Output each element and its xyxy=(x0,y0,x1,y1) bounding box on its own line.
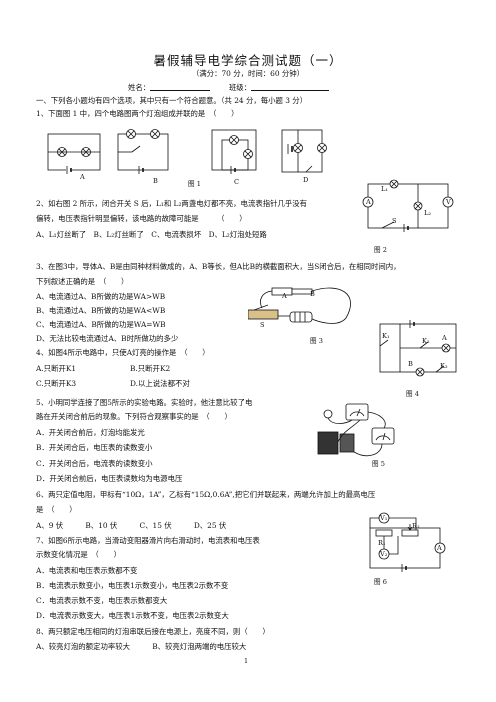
fig4-lamp-a-label: A xyxy=(442,334,447,342)
fig4-lamp-b-label: B xyxy=(408,360,413,368)
fig6-r2-label: R₂ xyxy=(412,522,420,530)
q3-line2: 下列叙述正确的是 （ ） xyxy=(36,277,129,286)
fig1-label-b: B xyxy=(153,177,158,185)
figure-1: A B 图 1 C D xyxy=(36,124,328,194)
fig3-conductor-b: B xyxy=(310,290,315,298)
q2-line2: 偏转，电压表指针明显偏转，该电路的故障可能是 （ ） xyxy=(36,214,247,223)
fig4-k3-label: K₃ xyxy=(440,362,448,370)
q5-option-d: D．开关闭合前后，电压表读数均为电源电压 xyxy=(36,474,183,483)
fig5-caption: 图 5 xyxy=(372,460,385,468)
section-one-heading: 一、下列各小题均有四个选项，其中只有一个符合题意。（共 24 分，每小题 3 分… xyxy=(36,96,308,105)
q5-option-b: B．开关闭合后，电压表的读数变小 xyxy=(36,443,153,452)
fig4-k1-label: K₁ xyxy=(382,332,390,340)
q6-line1: 6、两只定值电阻，甲标有“10Ω，1A”，乙标有“15Ω,0.6A”,把它们并联… xyxy=(36,490,376,499)
q4-option-b: B.只断开K2 xyxy=(130,364,171,373)
fig2-voltmeter-label: V xyxy=(446,198,451,206)
fig1-caption: 图 1 xyxy=(188,180,201,188)
figure-3: A B S 图 3 xyxy=(247,278,358,345)
figure-2: L₁ L₂ A V S xyxy=(360,178,460,242)
page-subtitle: （满分：70 分，时间：60 分钟） xyxy=(191,69,305,78)
fig6-r1-label: R₁ xyxy=(378,539,386,547)
name-label: 姓名： xyxy=(128,83,151,92)
fig4-caption: 图 4 xyxy=(406,390,419,398)
q2-options: A、L₁灯丝断了 B、L₂灯丝断了 C、电流表损坏 D、L₂灯泡处短路 xyxy=(36,230,267,239)
fig4-k2-label: K₂ xyxy=(422,337,430,345)
fig2-ammeter-label: A xyxy=(366,198,371,206)
q6-options: A、9 伏 B、10 伏 C、15 伏 D、25 伏 xyxy=(36,521,227,530)
fig3-caption: 图 3 xyxy=(310,337,323,345)
figure-5: 图 5 xyxy=(312,402,398,468)
q5-option-a: A．开关闭合前后，灯泡均能发光 xyxy=(36,428,145,437)
figure-2-circuit xyxy=(362,179,454,232)
figure-5-apparatus xyxy=(317,403,395,457)
q3-option-b: B、电流通过A、B所做的功是WA<WB xyxy=(36,306,166,315)
figure-4: K₁ K₂ A B K₃ 图 4 xyxy=(376,318,460,398)
page-title: 暑假辅导电学综合测试题（一） xyxy=(153,53,343,68)
q6-line2: 是 （ ） xyxy=(36,505,77,514)
q7-option-c: C．电流表示数不变，电压表示数都变大 xyxy=(36,596,168,605)
figure-6-circuit xyxy=(369,512,446,572)
fig1-label-c: C xyxy=(234,178,240,186)
q4-stem: 4、如图4所示电路中，只使A灯亮的操作是 （ ） xyxy=(36,348,210,357)
name-blank[interactable] xyxy=(150,82,211,91)
q5-line2: 路在开关闭合前后的现象。下列符合观察事实的是 （ ） xyxy=(36,412,232,421)
figure-1-circuits xyxy=(47,129,327,174)
q8-stem: 8、两只额定电压相同的灯泡串联后接在电源上，亮度不同，则（ ） xyxy=(36,627,270,636)
fig2-l2-label: L₂ xyxy=(424,209,432,217)
q5-line1: 5、小明同学连接了图5所示的实验电路。实验时，他注意比较了电 xyxy=(36,398,253,407)
q3-option-c: C、电流通过A、B所做的功是WA=WB xyxy=(36,320,166,329)
q4-option-a: A.只断开K1 xyxy=(36,364,77,373)
q3-option-d: D、无法比较电流通过A、B时所做功的多少 xyxy=(36,334,179,343)
class-label: 班级： xyxy=(228,83,252,92)
fig2-l1-label: L₁ xyxy=(381,185,389,193)
q7-line2: 示数变化情况是 （ ） xyxy=(36,550,121,559)
fig2-switch-label: S xyxy=(392,217,397,225)
page-number: 1 xyxy=(244,657,249,665)
fig6-v2-label: V₂ xyxy=(380,550,388,558)
fig1-label-d: D xyxy=(303,176,309,184)
q3-option-a: A、电流通过A、B所做的功是WA>WB xyxy=(36,292,166,301)
q1-stem: 1、下面图 1 中，四个电路图两个灯泡组成并联的是 （ ） xyxy=(36,109,239,118)
fig6-v1-label: V₁ xyxy=(380,514,388,522)
q5-option-c: C．开关闭合后，电流表的读数变小 xyxy=(36,459,153,468)
q4-option-c: C.只断开K3 xyxy=(36,379,77,388)
fig6-caption: 图 6 xyxy=(374,578,387,586)
q7-line1: 7、如图6所示电路，当滑动变阻器滑片向右滑动时，电流表和电压表 xyxy=(36,536,260,545)
figure-3-apparatus xyxy=(247,287,351,324)
fig1-label-a: A xyxy=(80,173,85,181)
q7-option-b: B．电流表示数变小，电压表1示数变小，电压表2示数不变 xyxy=(36,581,229,590)
fig3-switch-label: S xyxy=(260,321,265,329)
q2-line1: 2、如右图 2 所示，闭合开关 S 后，L₁和 L₂两盏电灯都不亮，电流表指针几… xyxy=(36,199,308,208)
q3-line1: 3、在图3中，导体A、B是由同种材料做成的，A、B等长，但A比B的横截面积大，当… xyxy=(36,262,401,271)
student-info: 姓名： 班级： xyxy=(128,82,330,93)
figure-4-circuit xyxy=(379,320,457,377)
fig6-ammeter-label: A xyxy=(437,544,442,552)
q8-options: A、较亮灯泡的额定功率较大 B、较亮灯泡两端的电压较大 xyxy=(36,642,247,651)
q7-option-d: D．电流表示数变大，电压表1示数不变，电压表2示数变大 xyxy=(36,611,229,620)
q4-option-d: D.以上说法都不对 xyxy=(130,379,190,388)
class-blank[interactable] xyxy=(251,82,330,91)
q7-option-a: A．电流表和电压表示数都不变 xyxy=(36,566,138,575)
figure-6: V₁ R₁ R₂ V₂ A 图 6 xyxy=(364,510,448,586)
fig2-caption: 图 2 xyxy=(374,246,387,254)
fig3-conductor-a: A xyxy=(282,292,287,300)
